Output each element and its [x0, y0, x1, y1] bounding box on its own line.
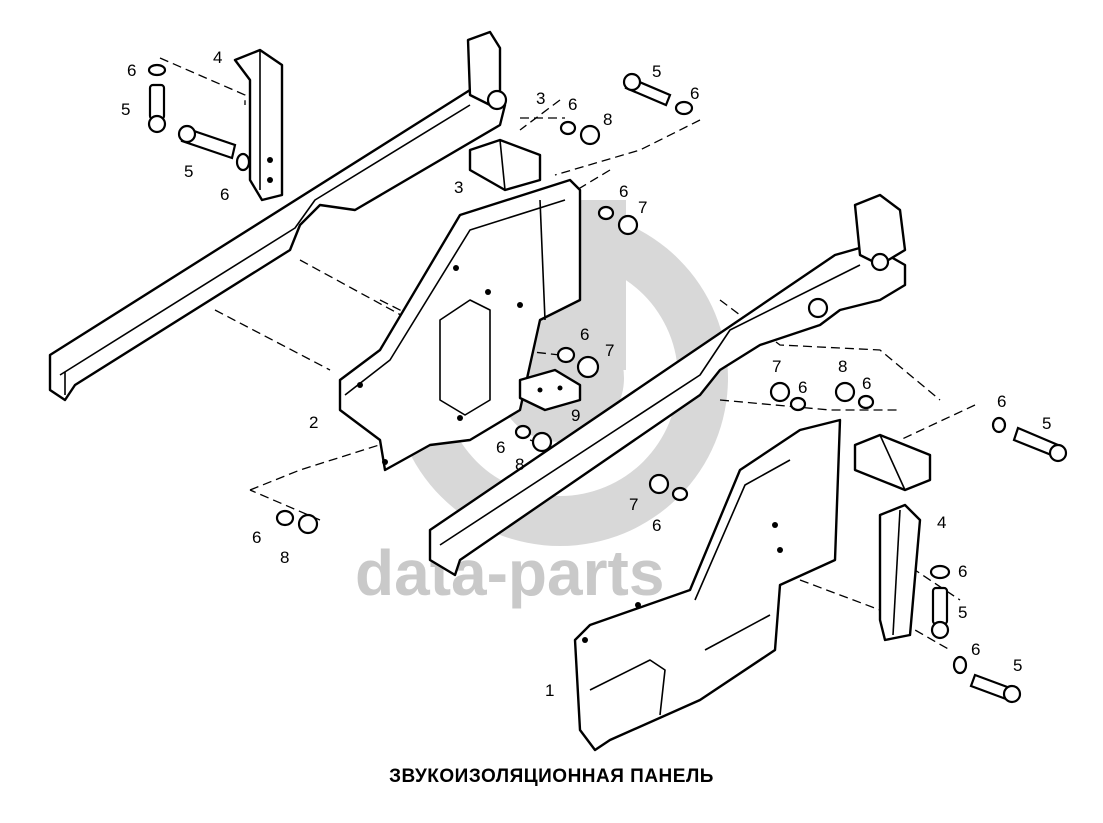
diagram-caption: ЗВУКОИЗОЛЯЦИОННАЯ ПАНЕЛЬ — [389, 766, 714, 787]
callout-3: 3 — [536, 89, 545, 108]
callout-9: 9 — [571, 406, 580, 425]
right-frame-rail — [428, 193, 907, 577]
callout-6: 6 — [971, 640, 980, 659]
callout-4: 4 — [937, 513, 946, 532]
callout-8: 8 — [838, 357, 847, 376]
callout-5: 5 — [184, 162, 193, 181]
callout-7: 7 — [772, 357, 781, 376]
insulation-panel-1 — [573, 418, 842, 752]
callout-6: 6 — [127, 61, 136, 80]
callout-5: 5 — [1013, 656, 1022, 675]
callout-8: 8 — [280, 548, 289, 567]
callout-1: 1 — [545, 681, 554, 700]
callout-6: 6 — [252, 528, 261, 547]
callout-5: 5 — [1042, 414, 1051, 433]
left-frame-rail — [48, 30, 508, 402]
callout-4: 4 — [213, 48, 222, 67]
callout-5: 5 — [121, 100, 130, 119]
callout-6: 6 — [798, 378, 807, 397]
callout-6: 6 — [619, 182, 628, 201]
callout-8: 8 — [603, 110, 612, 129]
right-bracket-4 — [878, 503, 922, 642]
callout-7: 7 — [605, 341, 614, 360]
callout-5: 5 — [652, 62, 661, 81]
callout-8: 8 — [515, 455, 524, 474]
callout-5: 5 — [958, 603, 967, 622]
callout-6: 6 — [958, 562, 967, 581]
callout-6: 6 — [997, 392, 1006, 411]
callout-7: 7 — [638, 198, 647, 217]
plate-9 — [518, 368, 582, 412]
callout-7: 7 — [629, 495, 638, 514]
hardware — [147, 63, 1068, 704]
watermark-text: data-parts — [355, 537, 664, 609]
callout-labels: 6 4 5 5 6 3 6 8 3 5 6 6 7 6 7 9 2 6 8 6 … — [121, 48, 1051, 700]
callout-6: 6 — [862, 374, 871, 393]
callout-6: 6 — [580, 325, 589, 344]
callout-6: 6 — [690, 84, 699, 103]
callout-2: 2 — [309, 413, 318, 432]
right-bracket-3 — [853, 433, 932, 492]
callout-6: 6 — [568, 95, 577, 114]
left-bracket-4 — [233, 48, 284, 202]
callout-6: 6 — [496, 438, 505, 457]
callout-6: 6 — [220, 185, 229, 204]
callout-6: 6 — [652, 516, 661, 535]
callout-3: 3 — [454, 178, 463, 197]
top-bracket-3 — [468, 138, 542, 192]
